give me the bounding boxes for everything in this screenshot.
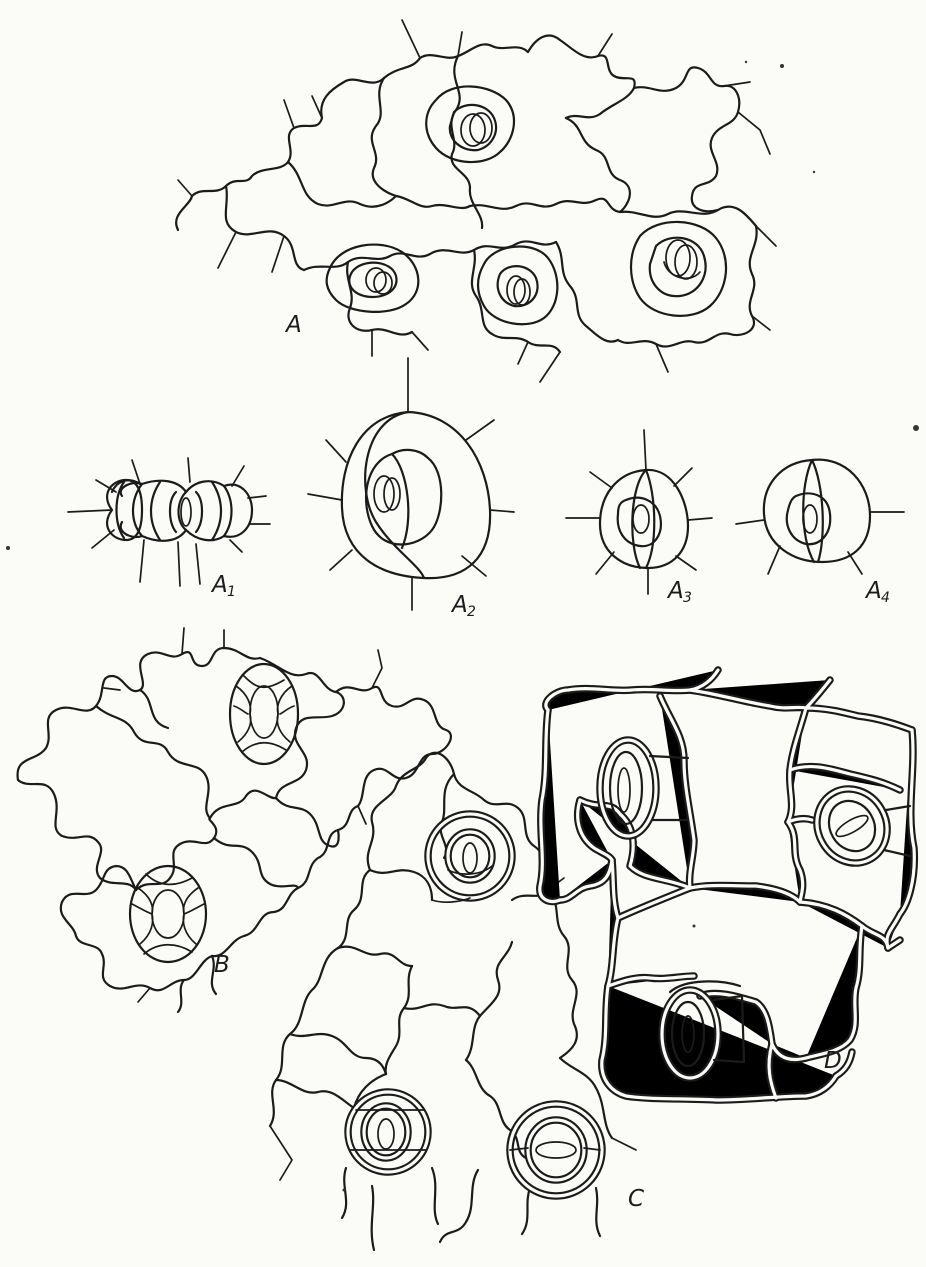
panel-d-drawing [540,670,915,1100]
svg-text:1: 1 [227,584,236,600]
panel-a-drawing [176,20,776,382]
svg-text:A: A [666,578,684,604]
panel-a3-drawing [566,430,712,594]
svg-text:4: 4 [881,590,890,606]
label-b: B [214,952,230,978]
panel-a2-drawing [308,358,514,610]
svg-text:A: A [210,572,228,598]
svg-text:3: 3 [683,590,692,606]
svg-text:A: A [450,592,468,618]
scan-specks [6,61,919,1192]
svg-text:2: 2 [467,604,476,620]
panel-a1-drawing [68,458,270,586]
svg-text:A: A [284,312,302,338]
label-a1: A 1 [210,572,236,600]
label-a4: A 4 [864,578,890,606]
panel-a4-drawing [736,460,904,574]
svg-text:B: B [214,952,230,978]
label-a: A [284,312,302,338]
label-d: D [824,1048,842,1074]
label-a2: A 2 [450,592,476,620]
label-c: C [628,1186,644,1212]
svg-text:C: C [628,1186,644,1212]
svg-text:D: D [824,1048,842,1074]
label-a3: A 3 [666,578,692,606]
svg-text:A: A [864,578,882,604]
